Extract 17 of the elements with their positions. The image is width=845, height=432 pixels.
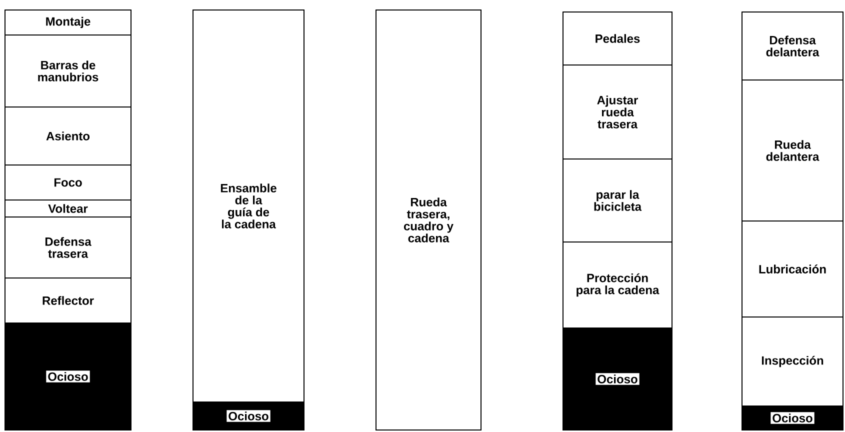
task-box: Lubricación [742, 220, 844, 318]
idle-band: Ocioso [562, 328, 672, 430]
task-box: Ajustar rueda trasera [562, 64, 672, 160]
task-box: Montaje [4, 10, 132, 36]
task-box: Ensamble de la guía de la cadena [192, 10, 304, 402]
task-box: Reflector [4, 278, 132, 324]
task-box: parar la bicicleta [562, 158, 672, 242]
task-box: Asiento [4, 106, 132, 166]
task-box: Inspección [742, 316, 844, 406]
task-box: Rueda trasera, cuadro y cadena [376, 10, 482, 430]
task-box: Voltear [4, 200, 132, 218]
idle-band: Ocioso [192, 402, 304, 430]
task-box: Defensa delantera [742, 12, 844, 80]
idle-band: Ocioso [742, 406, 844, 430]
task-box: Protección para la cadena [562, 242, 672, 328]
task-box: Pedales [562, 12, 672, 66]
idle-band: Ocioso [4, 322, 132, 430]
